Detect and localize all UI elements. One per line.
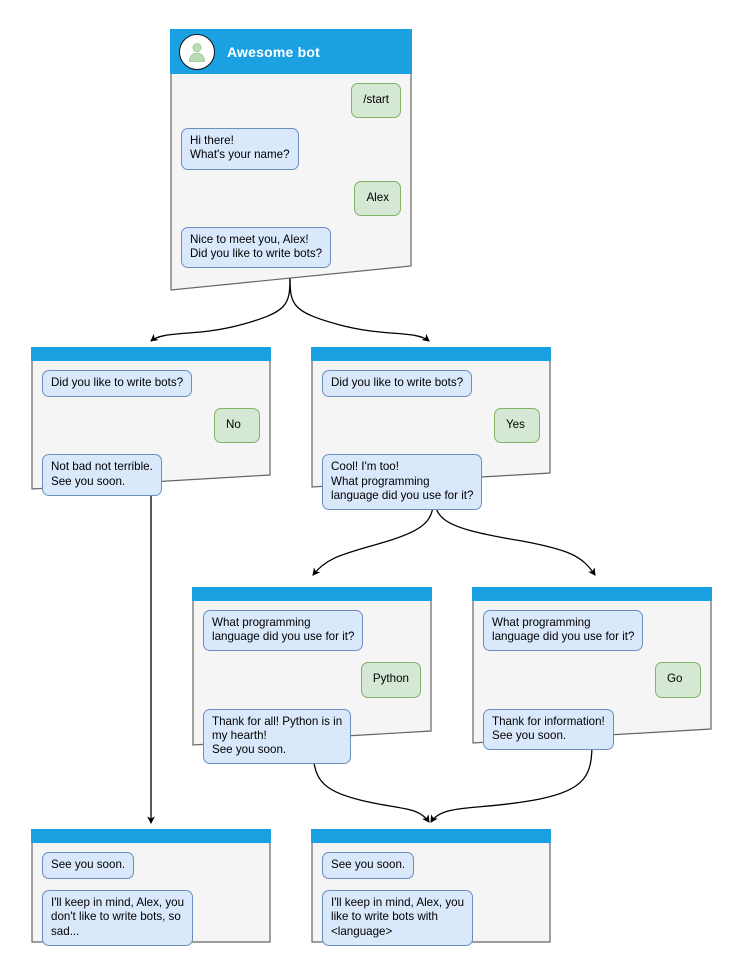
person-icon	[179, 33, 215, 70]
card-answer-python[interactable]: What programming language did you use fo…	[192, 587, 432, 765]
card-answer-python-header	[192, 587, 432, 601]
message-bubble: I'll keep in mind, Alex, you don't like …	[42, 890, 194, 946]
message-bubble: Python	[360, 662, 421, 698]
card-answer-yes-messages: Did you like to write bots? Yes Cool! I'…	[311, 361, 551, 511]
card-answer-yes-header	[311, 347, 551, 361]
message-bubble: I'll keep in mind, Alex, you like to wri…	[322, 890, 474, 946]
message-bubble: What programming language did you use fo…	[483, 610, 644, 652]
message-bubble: Alex	[354, 180, 401, 216]
bot-title: Awesome bot	[227, 43, 320, 60]
card-answer-python-messages: What programming language did you use fo…	[192, 601, 432, 765]
message-bubble: Yes	[494, 408, 540, 444]
message-bubble: Thank for all! Python is in my hearth! S…	[203, 708, 352, 765]
message-bubble: Cool! I'm too! What programming language…	[322, 454, 483, 511]
message-bubble: No	[214, 408, 260, 444]
card-answer-yes[interactable]: Did you like to write bots? Yes Cool! I'…	[311, 347, 551, 511]
card-end-no[interactable]: See you soon. I'll keep in mind, Alex, y…	[31, 829, 271, 946]
message-bubble: Not bad not terrible. See you soon.	[42, 454, 162, 496]
card-answer-no[interactable]: Did you like to write bots? No Not bad n…	[31, 347, 271, 496]
message-bubble: See you soon.	[322, 852, 415, 880]
message-bubble: Go	[655, 662, 701, 698]
card-answer-no-messages: Did you like to write bots? No Not bad n…	[31, 361, 271, 496]
edge-go-to-end-yes	[430, 742, 593, 823]
card-answer-go[interactable]: What programming language did you use fo…	[472, 587, 712, 751]
message-bubble: Nice to meet you, Alex! Did you like to …	[181, 226, 332, 269]
card-end-yes-header	[311, 829, 551, 843]
card-end-yes-messages: See you soon. I'll keep in mind, Alex, y…	[311, 843, 551, 946]
card-answer-go-messages: What programming language did you use fo…	[472, 601, 712, 751]
message-bubble: Hi there! What's your name?	[181, 128, 299, 170]
card-end-no-header	[31, 829, 271, 843]
message-bubble: Did you like to write bots?	[322, 370, 473, 398]
card-start-header: Awesome bot	[170, 29, 412, 74]
card-start-messages: /start Hi there! What's your name? Alex …	[170, 74, 412, 269]
card-start[interactable]: Awesome bot /start Hi there! What's your…	[170, 29, 412, 291]
message-bubble: See you soon.	[42, 852, 135, 880]
card-answer-no-header	[31, 347, 271, 361]
card-end-yes[interactable]: See you soon. I'll keep in mind, Alex, y…	[311, 829, 551, 946]
message-bubble: What programming language did you use fo…	[203, 610, 364, 652]
message-bubble: /start	[351, 83, 401, 119]
card-end-no-messages: See you soon. I'll keep in mind, Alex, y…	[31, 843, 271, 946]
message-bubble: Thank for information! See you soon.	[483, 708, 614, 751]
card-answer-go-header	[472, 587, 712, 601]
message-bubble: Did you like to write bots?	[42, 370, 193, 398]
